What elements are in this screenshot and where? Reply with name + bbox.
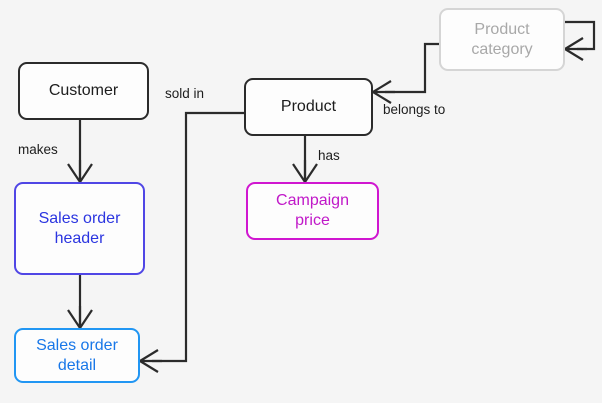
relationship-label-sold-in: sold in bbox=[165, 86, 205, 101]
entity-customer[interactable]: Customer bbox=[18, 62, 149, 120]
connector-sold-in bbox=[152, 111, 244, 363]
entity-campaign-price-label: Campaign price bbox=[276, 192, 349, 229]
entity-sales-order-detail-label: Sales order detail bbox=[36, 336, 118, 374]
entity-customer-label: Customer bbox=[48, 82, 119, 99]
crowsfoot-category-self bbox=[564, 37, 587, 61]
crowsfoot-sold-in bbox=[139, 349, 162, 373]
entity-product[interactable]: Product bbox=[244, 78, 373, 136]
crowsfoot-has bbox=[292, 160, 318, 183]
entity-sales-order-detail[interactable]: Sales order detail bbox=[14, 328, 140, 383]
connector-category-self bbox=[565, 20, 596, 51]
relationship-label-belongs-to: belongs to bbox=[383, 102, 446, 117]
relationship-label-makes: makes bbox=[18, 142, 58, 157]
crowsfoot-makes bbox=[67, 160, 93, 183]
entity-product-category-label: Product category bbox=[471, 20, 533, 58]
entity-sales-order-header[interactable]: Sales order header bbox=[14, 182, 145, 275]
relationship-label-has: has bbox=[318, 148, 340, 163]
entity-product-category[interactable]: Product category bbox=[439, 8, 565, 71]
crowsfoot-belongs-to bbox=[372, 80, 395, 104]
entity-campaign-price[interactable]: Campaign price bbox=[246, 182, 379, 240]
crowsfoot-header-detail bbox=[67, 306, 93, 329]
entity-sales-order-header-label: Sales order header bbox=[38, 209, 121, 247]
connector-belongs-to bbox=[385, 42, 439, 94]
entity-product-label: Product bbox=[280, 98, 337, 115]
